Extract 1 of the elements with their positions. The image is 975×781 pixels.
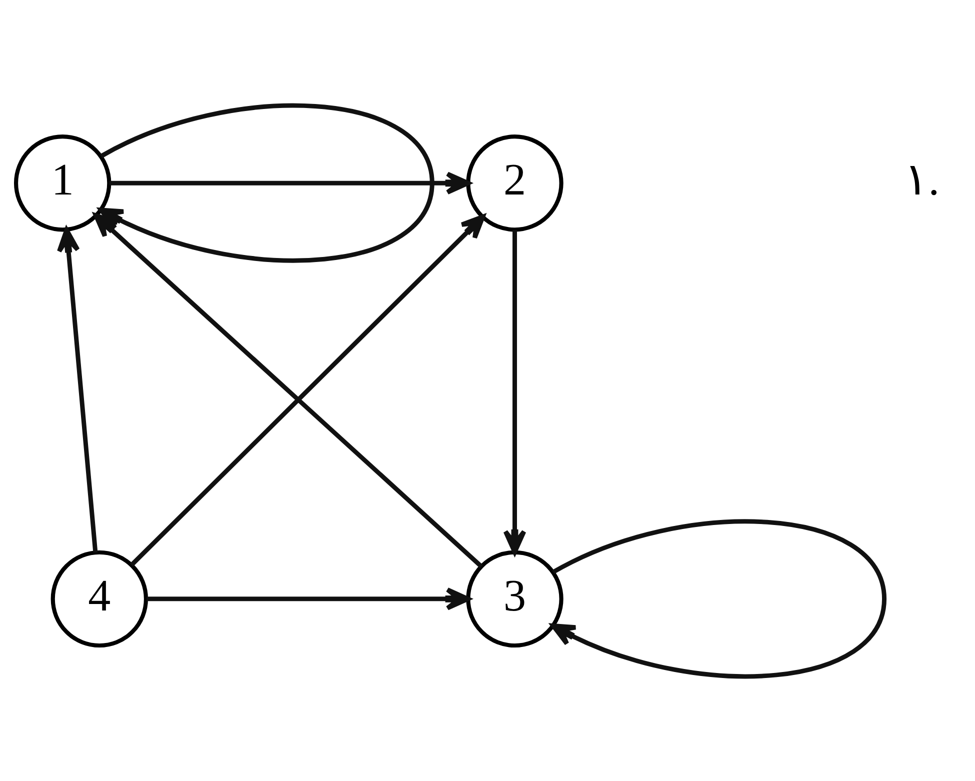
label: ۱. (904, 154, 940, 204)
